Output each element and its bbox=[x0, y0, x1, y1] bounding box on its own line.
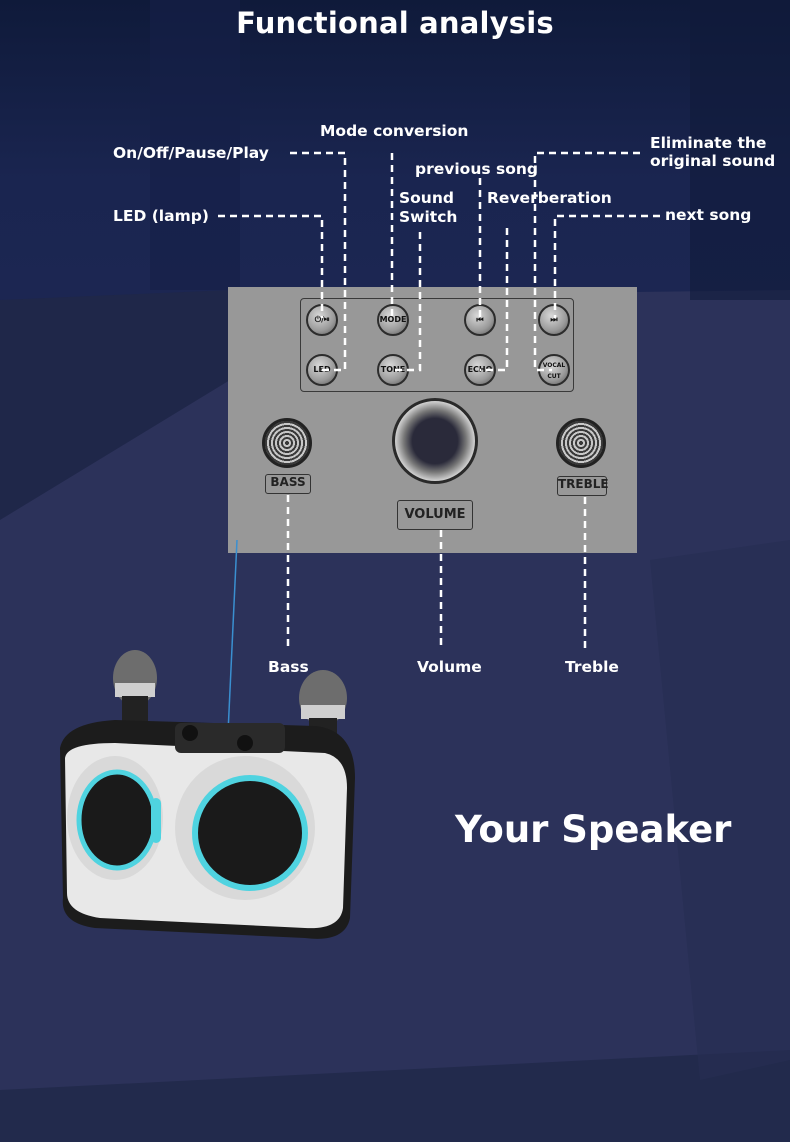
sound-switch-leader bbox=[395, 232, 422, 372]
label-bass: Bass bbox=[268, 658, 309, 676]
label-eliminate-1: Eliminate the bbox=[650, 134, 767, 152]
top-backdrop bbox=[0, 0, 790, 300]
label-sound: Sound bbox=[399, 189, 454, 207]
label-on-off: On/Off/Pause/Play bbox=[113, 144, 269, 162]
led-leader bbox=[218, 214, 324, 318]
label-switch: Switch bbox=[399, 208, 458, 226]
reverb-leader bbox=[480, 228, 509, 372]
label-next: next song bbox=[665, 206, 752, 224]
label-eliminate-2: original sound bbox=[650, 152, 776, 170]
label-previous: previous song bbox=[415, 160, 538, 178]
bass-knob bbox=[262, 418, 312, 468]
vocal-cut-button: VOCAL CUT bbox=[538, 354, 570, 386]
label-reverb: Reverberation bbox=[487, 189, 612, 207]
label-treble: Treble bbox=[565, 658, 619, 676]
speaker-pointer-line bbox=[227, 539, 238, 734]
mode-button: MODE bbox=[377, 304, 409, 336]
volume-knob-label: VOLUME bbox=[397, 500, 473, 530]
on-off-leader bbox=[290, 151, 347, 372]
tone-button: TONE bbox=[377, 354, 409, 386]
speaker-caption: Your Speaker bbox=[455, 808, 732, 851]
label-mode: Mode conversion bbox=[320, 122, 469, 140]
page-title: Functional analysis bbox=[236, 6, 554, 40]
volume-knob bbox=[392, 398, 478, 484]
bass-knob-label: BASS bbox=[265, 474, 311, 494]
eliminate-leader bbox=[533, 151, 640, 372]
label-volume: Volume bbox=[417, 658, 482, 676]
treble-knob-label: TREBLE bbox=[557, 476, 609, 496]
button-bezel bbox=[300, 298, 574, 392]
next-leader bbox=[553, 214, 660, 318]
label-led: LED (lamp) bbox=[113, 207, 209, 225]
speaker-illustration bbox=[60, 650, 355, 939]
treble-knob bbox=[556, 418, 606, 468]
